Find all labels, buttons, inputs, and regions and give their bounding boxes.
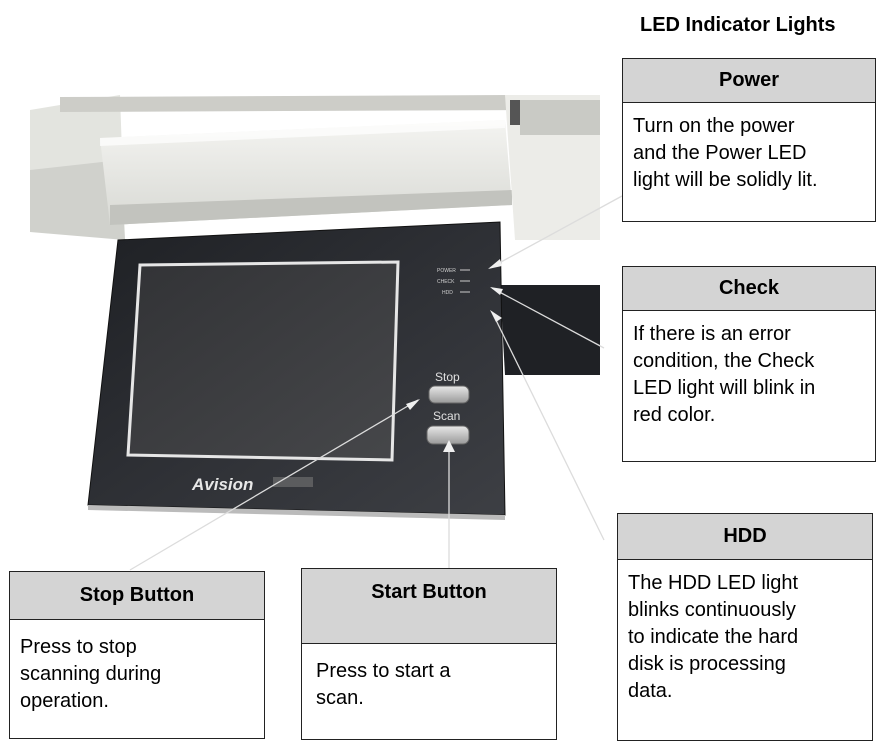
callout-hdd-line: blinks continuously <box>628 599 796 621</box>
callout-check-line: condition, the Check <box>633 350 815 372</box>
callout-check-title: Check <box>623 267 875 311</box>
panel-buttons: Stop Scan <box>426 370 470 445</box>
led-label-hdd: HDD <box>442 290 453 296</box>
leader-arrowheads <box>406 259 503 452</box>
callout-start-line: Press to start a <box>316 660 451 682</box>
callout-start-title: Start Button <box>302 569 556 644</box>
model-badge <box>273 477 313 487</box>
touch-screen[interactable] <box>126 260 400 462</box>
callout-hdd-line: to indicate the hard <box>628 626 799 648</box>
leader-lines <box>129 195 623 571</box>
callout-stop-line: operation. <box>20 690 109 712</box>
callout-hdd-line: disk is processing <box>628 653 786 675</box>
stop-button[interactable] <box>428 385 470 404</box>
callout-power-line: light will be solidly lit. <box>633 169 818 191</box>
led-indicators: POWER CHECK HDD <box>437 268 470 296</box>
callout-check-line: red color. <box>633 404 716 426</box>
callout-start: Start Button Press to start a scan. <box>301 568 557 740</box>
callout-power-text: Turn on the power and the Power LED ligh… <box>623 103 875 194</box>
page-title: LED Indicator Lights <box>640 14 836 36</box>
callout-stop-line: scanning during <box>20 663 162 685</box>
callout-stop-title: Stop Button <box>10 572 264 620</box>
callout-power-line: Turn on the power <box>633 115 795 137</box>
control-panel <box>87 221 506 520</box>
brand-logo: Avision <box>191 475 253 494</box>
scan-label: Scan <box>433 409 460 423</box>
scanner-body <box>30 95 600 375</box>
callout-check-text: If there is an error condition, the Chec… <box>623 311 875 429</box>
callout-hdd-title: HDD <box>618 514 872 560</box>
callout-start-text: Press to start a scan. <box>302 644 556 712</box>
callout-hdd: HDD The HDD LED light blinks continuousl… <box>617 513 873 741</box>
callout-check-line: LED light will blink in <box>633 377 816 399</box>
callout-power: Power Turn on the power and the Power LE… <box>622 58 876 222</box>
callout-start-line: scan. <box>316 687 364 709</box>
callout-stop-line: Press to stop <box>20 636 137 658</box>
callout-check: Check If there is an error condition, th… <box>622 266 876 462</box>
callout-hdd-line: data. <box>628 680 673 702</box>
stop-label: Stop <box>435 370 460 384</box>
callout-hdd-line: The HDD LED light <box>628 572 799 594</box>
callout-stop: Stop Button Press to stop scanning durin… <box>9 571 265 739</box>
scan-button[interactable] <box>426 425 470 445</box>
callout-power-line: and the Power LED <box>633 142 807 164</box>
callout-hdd-text: The HDD LED light blinks continuously to… <box>618 560 872 705</box>
led-label-check: CHECK <box>437 279 455 285</box>
led-label-power: POWER <box>437 268 456 274</box>
callout-power-title: Power <box>623 59 875 103</box>
callout-stop-text: Press to stop scanning during operation. <box>10 620 264 715</box>
callout-check-line: If there is an error <box>633 323 791 345</box>
